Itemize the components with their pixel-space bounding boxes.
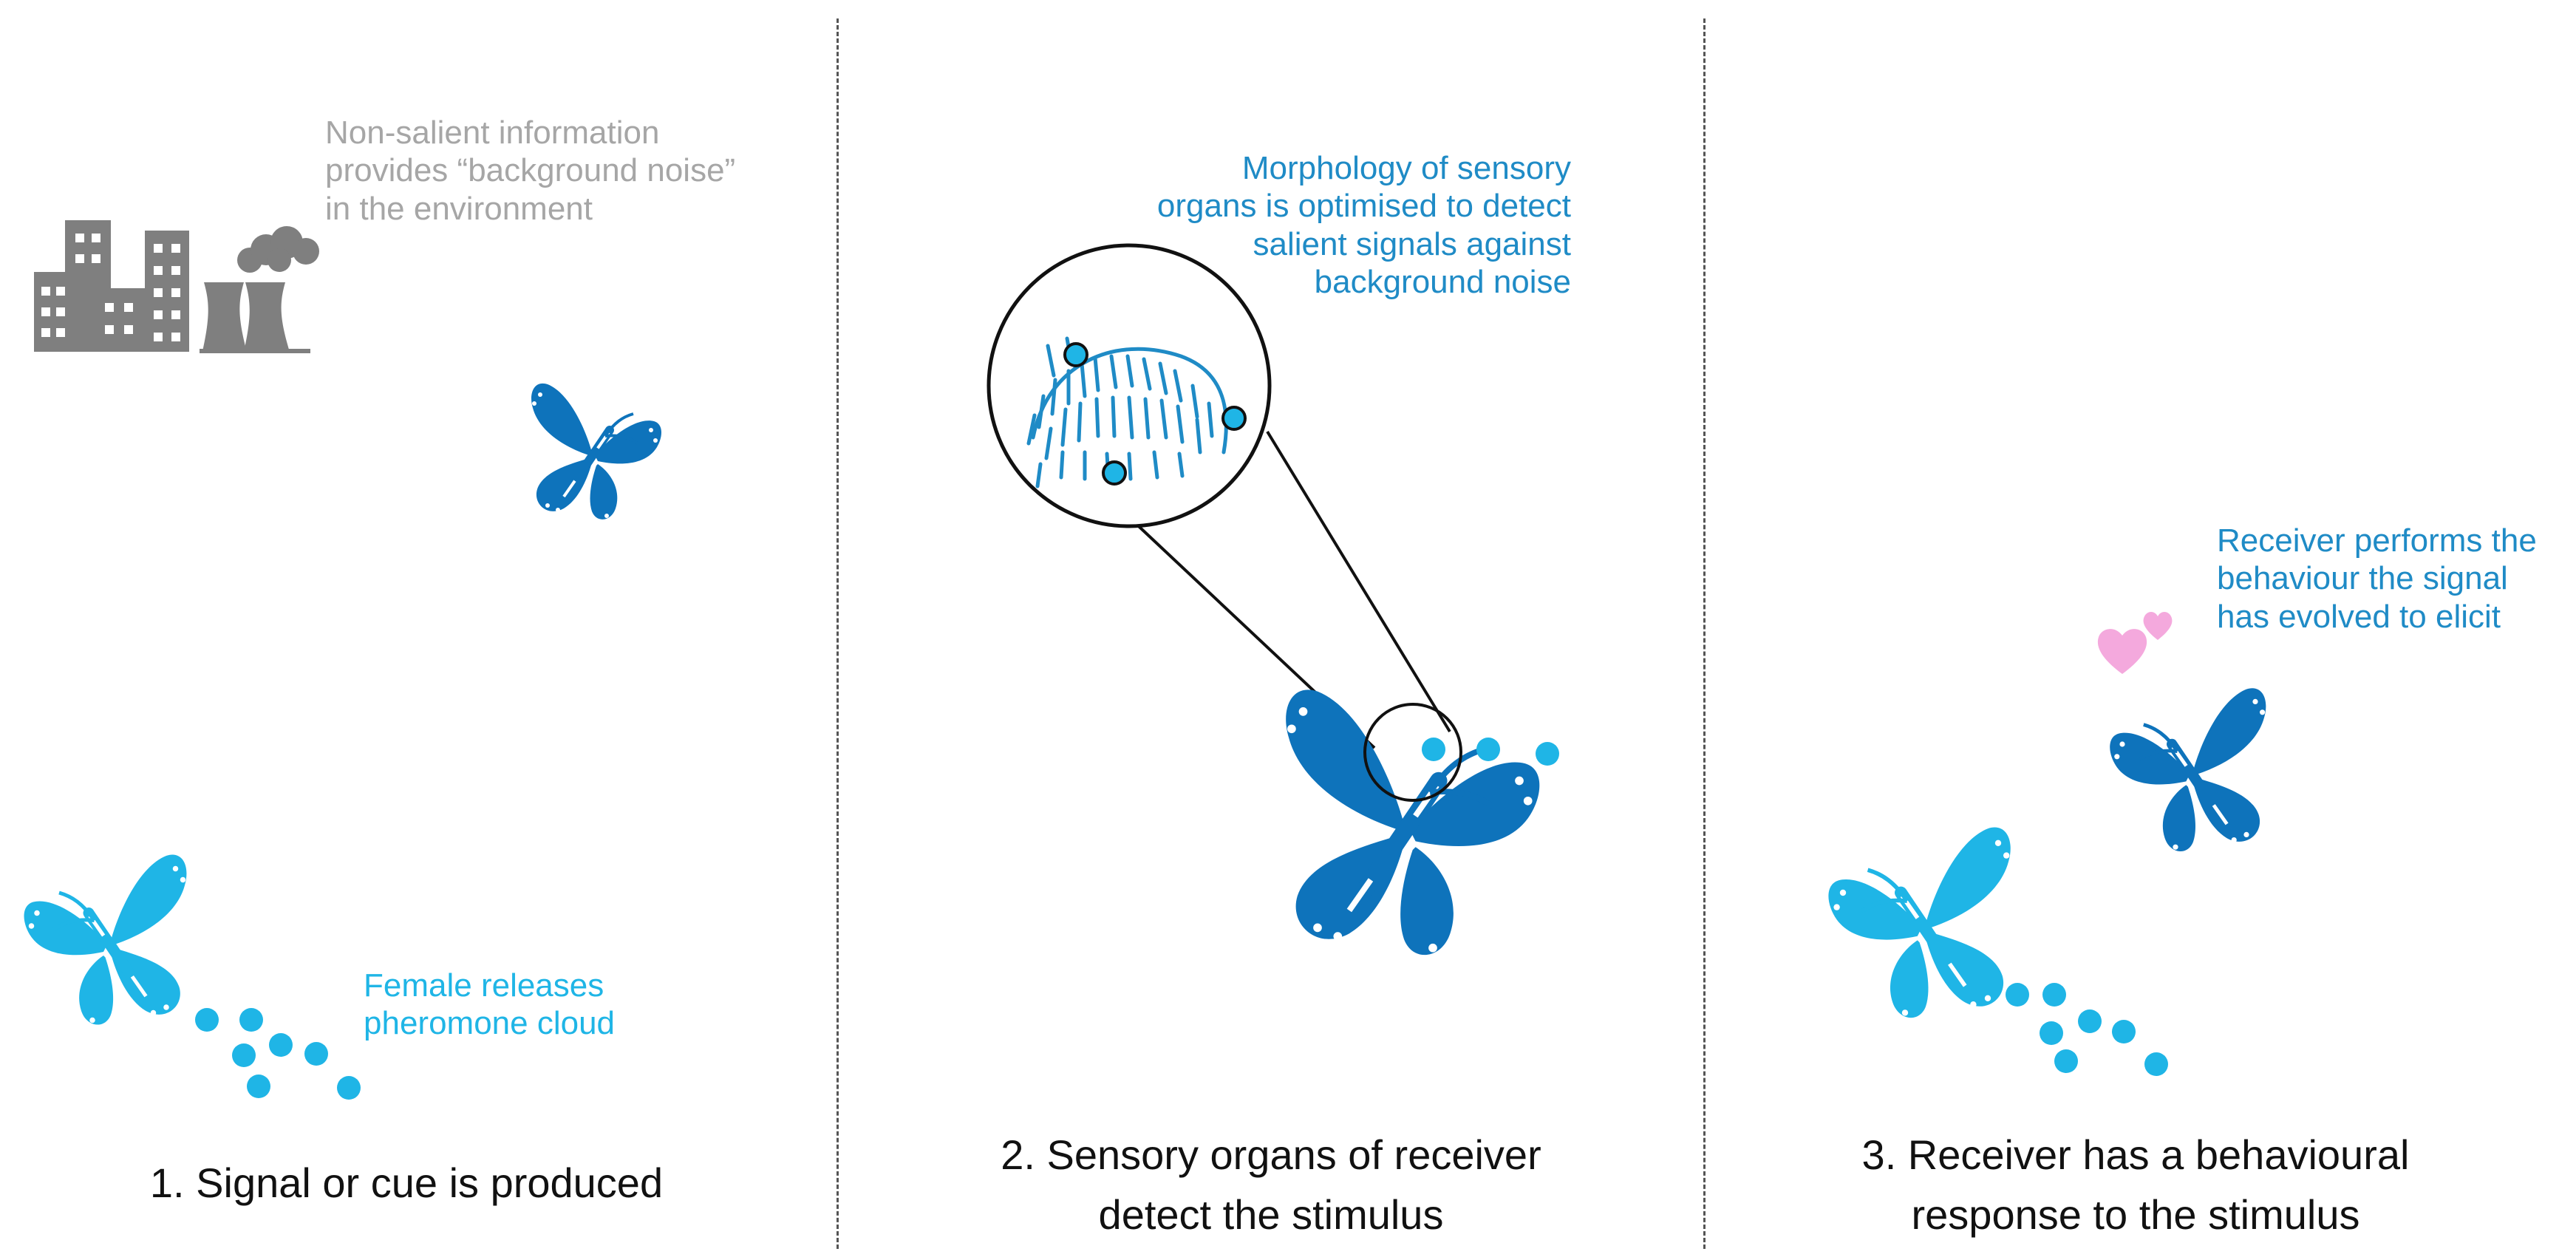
pheromone-dot bbox=[269, 1033, 293, 1057]
noise-annotation-line: Non-salient information bbox=[325, 115, 660, 151]
hearts-icon bbox=[2097, 612, 2173, 674]
pheromone-dot bbox=[2040, 1021, 2063, 1045]
pheromone-dot bbox=[2054, 1049, 2078, 1073]
pheromone-dot bbox=[2144, 1052, 2168, 1076]
behaviour-annotation-line: Receiver performs the bbox=[2217, 522, 2537, 559]
pheromone-dot bbox=[2042, 983, 2066, 1007]
female-annotation: Female releases pheromone cloud bbox=[364, 967, 615, 1043]
behaviour-annotation-line: has evolved to elicit bbox=[2217, 598, 2501, 635]
panel-1-caption: 1. Signal or cue is produced bbox=[149, 1159, 664, 1206]
pheromone-dot bbox=[2078, 1009, 2102, 1033]
morphology-annotation-line: salient signals against bbox=[1253, 225, 1571, 262]
antenna-sensilla-icon bbox=[1026, 336, 1247, 488]
female-annotation-line: pheromone cloud bbox=[364, 1005, 616, 1042]
receiver-butterfly-icon bbox=[2110, 688, 2266, 852]
panel-divider-1 bbox=[836, 18, 839, 1249]
pheromone-dot bbox=[1422, 738, 1445, 761]
panel-3-caption: 3. Receiver has a behavioural response t… bbox=[1744, 1125, 2527, 1244]
pheromone-dot bbox=[195, 1008, 219, 1032]
panel-3-caption-line: response to the stimulus bbox=[1911, 1191, 2360, 1239]
female-butterfly-icon bbox=[1828, 827, 2011, 1018]
receiver-butterfly-icon bbox=[531, 383, 661, 520]
morphology-annotation-line: Morphology of sensory bbox=[1241, 150, 1571, 186]
pheromone-dot bbox=[2006, 983, 2029, 1007]
pheromone-dot bbox=[1476, 738, 1500, 761]
pheromone-dot bbox=[232, 1043, 256, 1067]
noise-annotation: Non-salient information provides “backgr… bbox=[325, 114, 735, 228]
panel-2-caption-line: 2. Sensory organs of receiver bbox=[1001, 1131, 1541, 1178]
pheromone-dot bbox=[1536, 742, 1559, 766]
panel-divider-2 bbox=[1703, 18, 1706, 1249]
pheromone-dot bbox=[337, 1076, 361, 1100]
behaviour-annotation: Receiver performs the behaviour the sign… bbox=[2217, 522, 2537, 636]
female-butterfly-icon bbox=[24, 854, 187, 1025]
morphology-annotation-line: organs is optimised to detect bbox=[1156, 188, 1571, 225]
noise-annotation-line: in the environment bbox=[325, 190, 593, 227]
morphology-annotation-line: background noise bbox=[1314, 264, 1571, 301]
female-annotation-line: Female releases bbox=[364, 967, 604, 1004]
panel-2-caption: 2. Sensory organs of receiver detect the… bbox=[887, 1125, 1655, 1244]
city-factory-icon bbox=[34, 220, 319, 353]
panel-3-caption-line: 3. Receiver has a behavioural bbox=[1861, 1131, 2410, 1178]
pheromone-dot bbox=[239, 1008, 263, 1032]
pheromone-dot bbox=[2112, 1020, 2136, 1043]
behaviour-annotation-line: behaviour the signal bbox=[2217, 560, 2508, 597]
morphology-annotation: Morphology of sensory organs is optimise… bbox=[1049, 149, 1571, 302]
pheromone-dot bbox=[304, 1042, 328, 1066]
noise-annotation-line: provides “background noise” bbox=[325, 152, 736, 189]
pheromone-dot bbox=[247, 1075, 270, 1098]
panel-2-caption-line: detect the stimulus bbox=[1098, 1191, 1444, 1239]
